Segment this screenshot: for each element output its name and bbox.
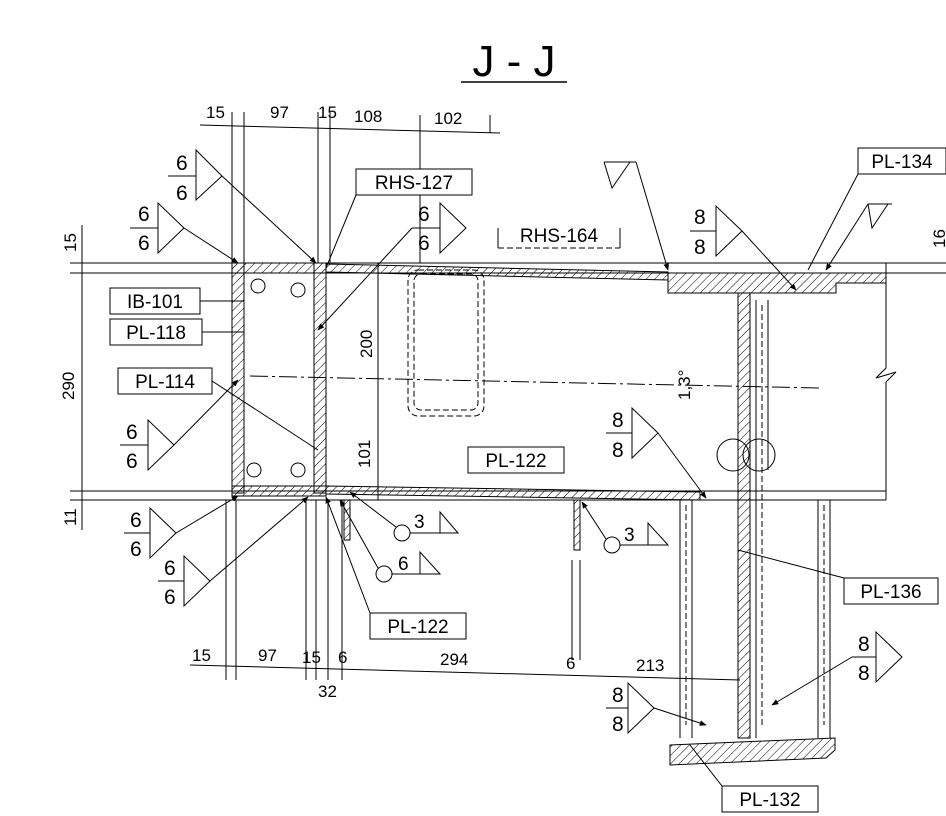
surface-mark-left <box>603 161 669 271</box>
weld-bl2-num: 6 <box>164 557 176 580</box>
label-rhs-127-text: RHS-127 <box>375 173 453 194</box>
label-pl-114-text: PL-114 <box>135 372 195 393</box>
weld-bottom-num: 8 <box>612 684 624 707</box>
weld-mid-num: 8 <box>612 409 624 432</box>
weld-pl134-den: 8 <box>694 236 706 259</box>
dim-bot-15: 15 <box>192 646 211 665</box>
weld-top-1-den: 6 <box>176 182 188 205</box>
fillet-weld-b <box>339 499 442 583</box>
weld-mid <box>606 406 707 499</box>
label-pl-134-text: PL-134 <box>871 152 933 173</box>
label-pl-122-bottom <box>325 496 467 640</box>
weld-top-2-den: 6 <box>138 232 150 255</box>
weld-top-1-num: 6 <box>176 152 188 175</box>
weld-rhs <box>317 201 467 331</box>
dim-top-15b: 15 <box>318 103 337 122</box>
label-rhs-127 <box>325 168 473 269</box>
weld-pl134 <box>690 204 797 291</box>
weld-mid-den: 8 <box>612 439 624 462</box>
weld-bl1-num: 6 <box>130 509 142 532</box>
dim-angle: 1,3° <box>675 370 694 400</box>
dim-top-102: 102 <box>434 109 462 128</box>
bottom-flange-plate <box>325 485 701 501</box>
label-pl-118 <box>109 318 244 346</box>
label-ib-101 <box>109 287 244 315</box>
dim-bot-294: 294 <box>440 650 468 669</box>
weld-top-2-num: 6 <box>138 203 150 226</box>
label-pl-136 <box>737 549 939 605</box>
dim-left-15: 15 <box>61 233 80 252</box>
dim-bot-97: 97 <box>258 646 277 665</box>
dim-top-97: 97 <box>270 103 289 122</box>
label-rhs-164-text: RHS-164 <box>520 226 599 247</box>
vertical-web <box>716 292 776 739</box>
dim-bot-6: 6 <box>338 648 347 667</box>
dim-left-11: 11 <box>61 508 80 526</box>
weld-bottom <box>606 681 707 735</box>
top-flange-plate <box>325 263 887 294</box>
centre-line <box>249 375 821 389</box>
weld-rhs-den: 6 <box>418 232 430 255</box>
box-section <box>231 262 327 497</box>
label-rhs-164 <box>497 228 621 249</box>
weld-bottom-left-1 <box>124 495 239 560</box>
dim-bot-15b: 15 <box>302 648 321 667</box>
label-pl-136-text: PL-136 <box>860 582 921 603</box>
fillet-c-size: 3 <box>624 525 635 546</box>
label-ib-101-text: IB-101 <box>127 292 183 313</box>
lower-stiffener <box>669 500 836 766</box>
weld-top-2 <box>130 201 239 264</box>
label-pl-134 <box>807 147 946 271</box>
dim-top-15: 15 <box>206 103 225 122</box>
weld-top-1 <box>168 148 317 264</box>
weld-bottom-den: 8 <box>612 713 624 736</box>
weld-right-num: 8 <box>858 633 870 656</box>
rhs-164-hidden <box>407 269 485 417</box>
weld-bl2-den: 6 <box>164 586 176 609</box>
dim-left-290: 290 <box>59 372 78 400</box>
dim-top-108: 108 <box>354 107 382 126</box>
dim-200: 200 <box>357 330 376 358</box>
weld-right-den: 8 <box>858 662 870 685</box>
weld-bl1-den: 6 <box>130 538 142 561</box>
bottom-dimension-chain <box>189 500 741 681</box>
weld-left-num: 6 <box>126 421 138 444</box>
weld-left-den: 6 <box>126 450 138 473</box>
dim-bot-32: 32 <box>318 682 337 701</box>
break-line <box>875 263 897 500</box>
weld-rhs-num: 6 <box>418 203 430 226</box>
label-pl-122-mid-text: PL-122 <box>485 451 546 472</box>
bottom-small-plates <box>343 499 581 660</box>
label-pl-114 <box>117 367 319 451</box>
section-title: J - J <box>472 37 555 86</box>
label-pl-122-bottom-text: PL-122 <box>387 617 448 638</box>
fillet-weld-a <box>349 491 460 542</box>
label-pl-118-text: PL-118 <box>126 323 186 344</box>
fillet-a-size: 3 <box>414 512 425 533</box>
weld-right <box>771 630 903 706</box>
label-pl-132 <box>689 744 819 813</box>
label-pl-122-mid <box>467 446 565 474</box>
dim-bot-6b: 6 <box>566 654 575 673</box>
label-pl-132-text: PL-132 <box>739 790 800 811</box>
weld-bottom-left-2 <box>158 496 309 608</box>
fillet-b-size: 6 <box>398 554 409 575</box>
dim-bot-213: 213 <box>636 656 664 675</box>
surface-mark-right <box>825 203 892 271</box>
dim-right-16: 16 <box>930 229 946 248</box>
weld-pl134-num: 8 <box>694 206 706 229</box>
fillet-weld-c <box>581 501 670 554</box>
dim-101: 101 <box>355 440 374 468</box>
